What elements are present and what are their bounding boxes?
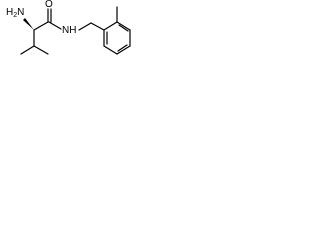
ring-bond-1 xyxy=(103,21,118,31)
bond-ch2-ring xyxy=(90,22,105,31)
amine-subscript: 2 xyxy=(13,12,18,19)
bond-calpha-ccarbonyl xyxy=(33,21,49,31)
ring-inner-double-2 xyxy=(117,44,128,52)
amine-nitrogen: N xyxy=(17,7,25,18)
bond-ch-methyl-right xyxy=(33,45,49,55)
ring-bond-4 xyxy=(116,45,131,55)
bond-ccarbonyl-n xyxy=(48,21,62,30)
ring-bond-5 xyxy=(103,45,118,55)
ring-bond-2 xyxy=(116,21,131,31)
amide-hydrogen: H xyxy=(69,25,77,36)
bond-ch-methyl-left xyxy=(20,45,35,55)
amine-hydrogen: H xyxy=(6,7,14,18)
stereo-wedge-bond xyxy=(23,18,34,30)
ring-inner-double-1 xyxy=(118,24,129,32)
amide-nitrogen-label: NH xyxy=(62,26,76,36)
amine-label: H2N xyxy=(6,7,25,20)
structure-drawing xyxy=(20,6,131,55)
amide-nitrogen: N xyxy=(62,25,70,36)
molecule-canvas: H2N O NH xyxy=(0,0,142,69)
bond-n-ch2 xyxy=(78,22,92,31)
carbonyl-oxygen-label: O xyxy=(45,0,53,10)
